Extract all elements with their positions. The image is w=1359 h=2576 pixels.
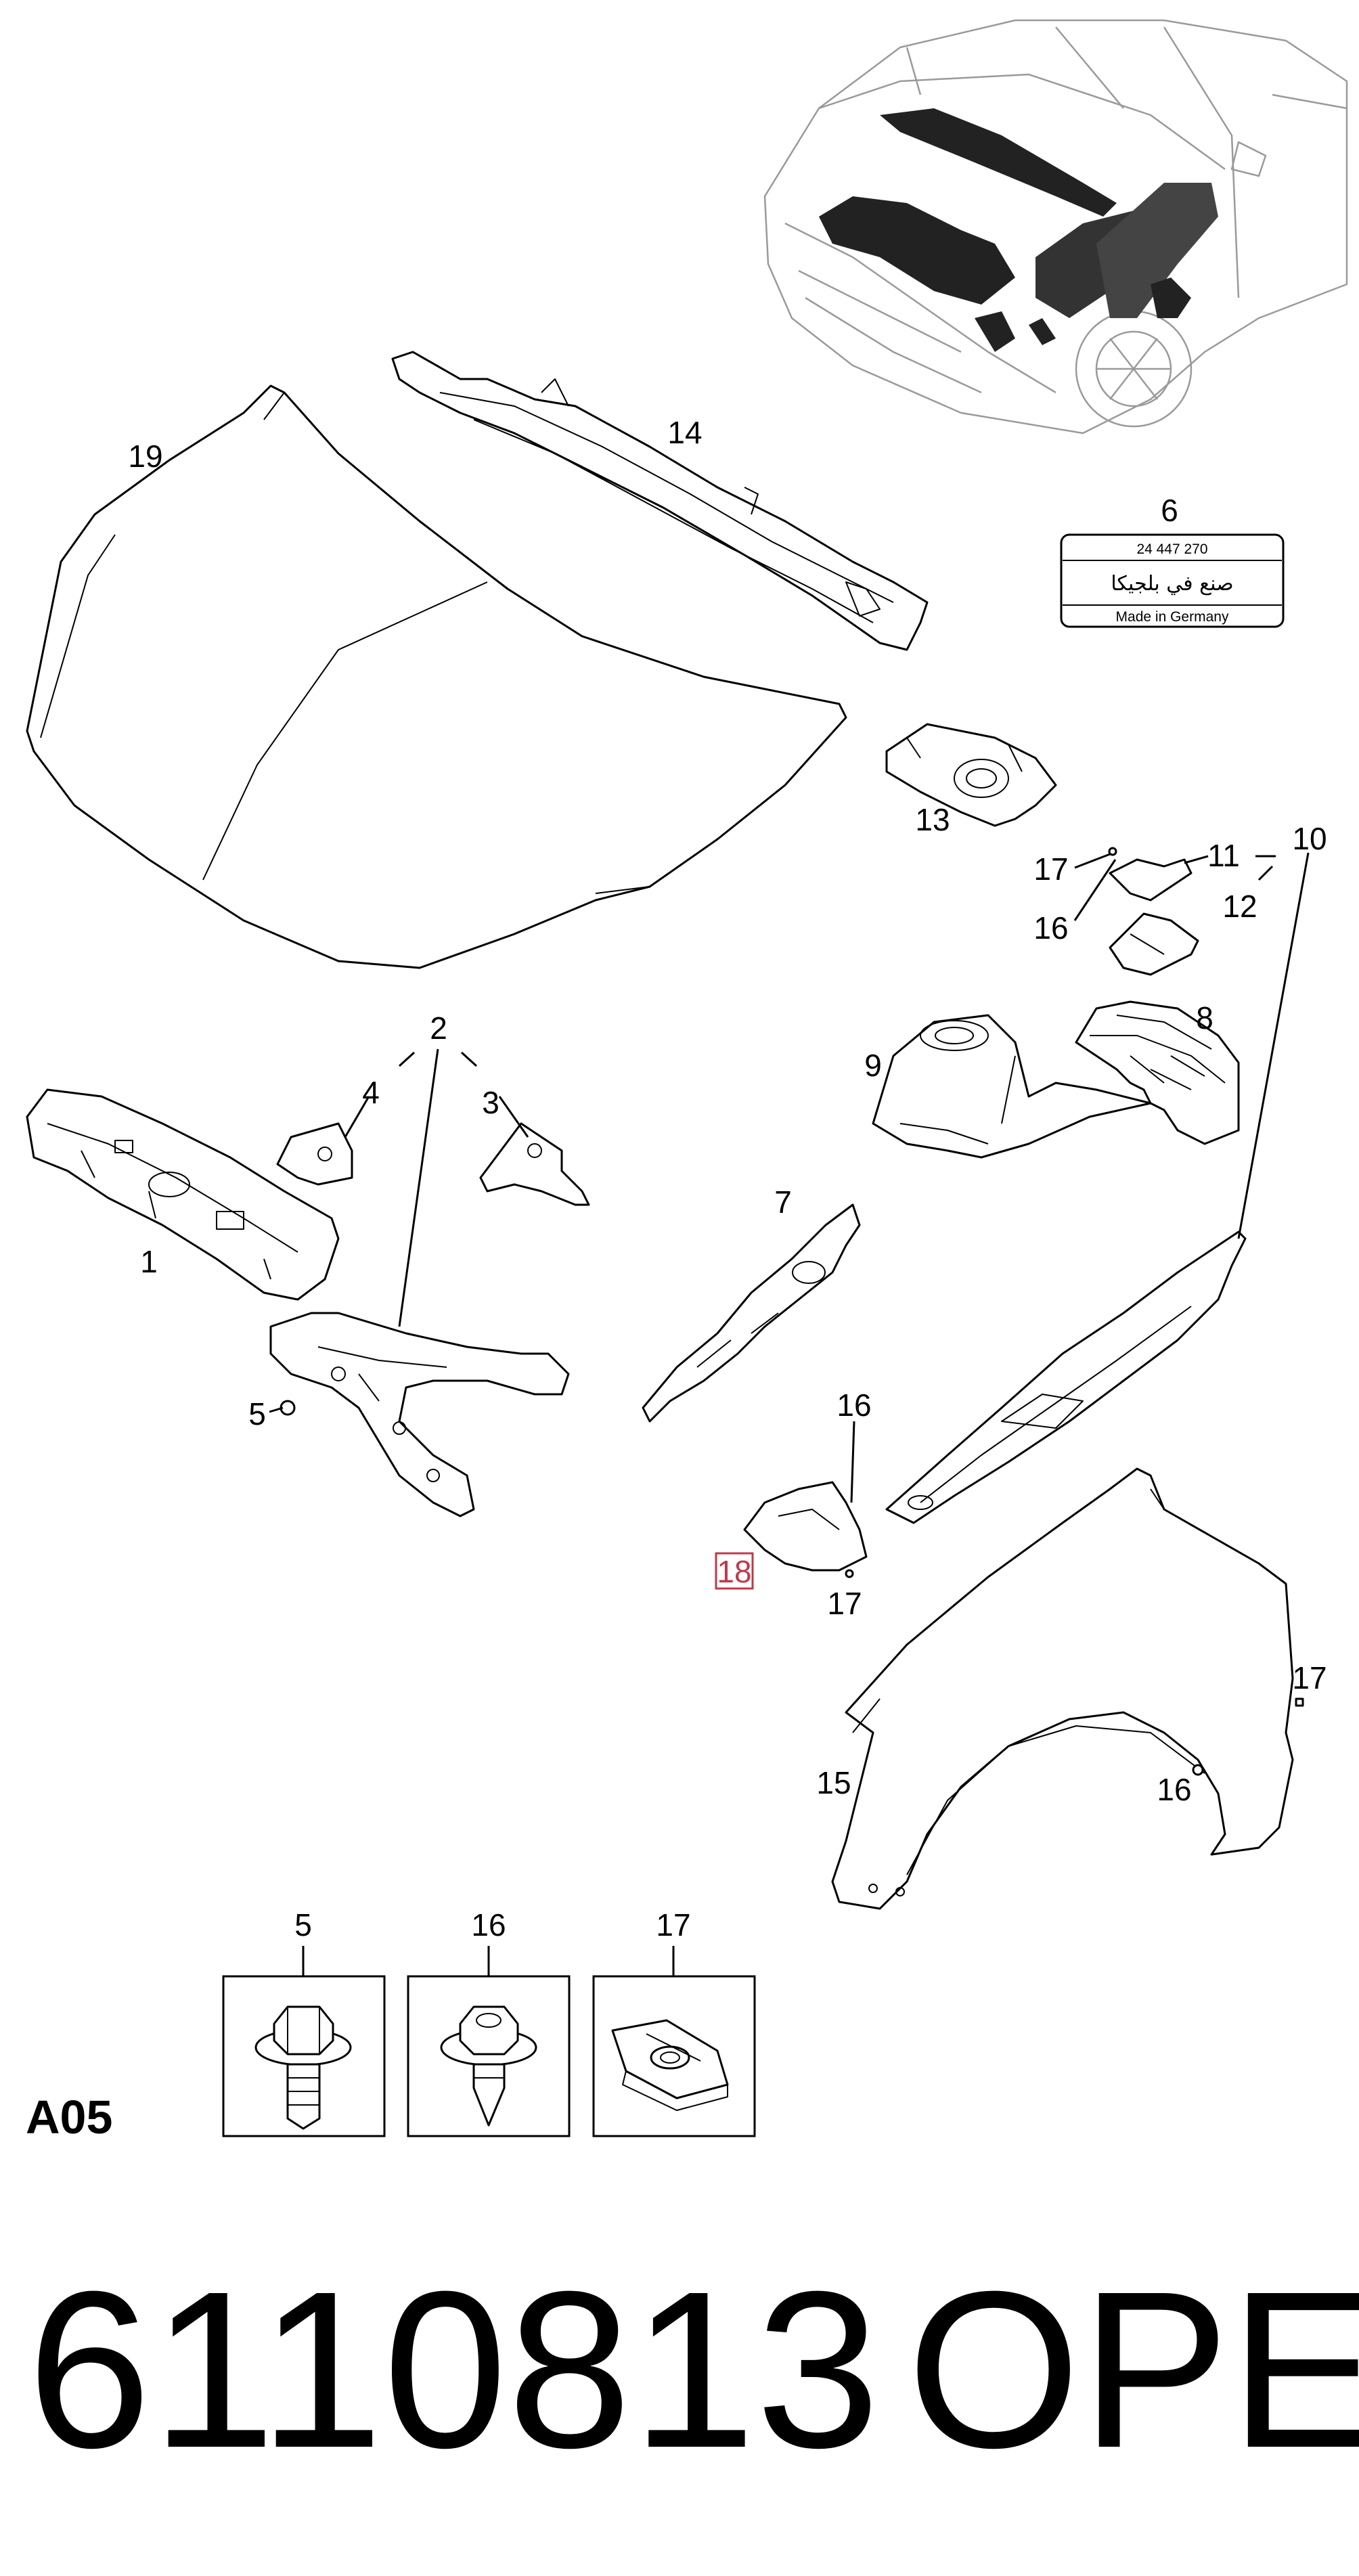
- bracket-part-18: [743, 1481, 868, 1572]
- callout-labels: 19 14 6 13 17 11 10 16 12 2 8 9 4 3 7 1 …: [128, 415, 1327, 1807]
- fastener-legend: 5 16 17: [222, 1907, 756, 2137]
- front-fender-part-15: [831, 1467, 1294, 1910]
- bolt-with-washer-icon: [254, 2005, 352, 2130]
- callout-17-right: 17: [1292, 1660, 1327, 1695]
- callout-7: 7: [774, 1184, 792, 1220]
- wheel-arch-liner-part-8: [1075, 1000, 1240, 1145]
- callout-4: 4: [362, 1075, 380, 1110]
- clip-nut-icon: [611, 2019, 729, 2111]
- sticker-arabic-text: صنع في بلجيكا: [1111, 572, 1233, 596]
- callout-8: 8: [1196, 1000, 1213, 1036]
- self-tapping-screw-icon: [440, 2005, 537, 2127]
- callout-16-mid: 16: [837, 1387, 871, 1423]
- strut-tower-part-9: [872, 1014, 1152, 1159]
- callout-15: 15: [816, 1765, 851, 1800]
- callout-18: 18: [717, 1554, 751, 1589]
- legend-label-5: 5: [294, 1907, 312, 1942]
- vehicle-overview-illustration: [763, 19, 1348, 435]
- callout-10: 10: [1292, 821, 1327, 856]
- legend-label-16: 16: [471, 1907, 506, 1942]
- part-number: 6110813: [27, 2244, 880, 2494]
- callout-6: 6: [1161, 493, 1178, 528]
- callout-19: 19: [128, 439, 162, 474]
- callout-18-highlight-box: [715, 1552, 754, 1590]
- legend-label-17: 17: [656, 1907, 690, 1942]
- diagram-code: A05: [26, 2091, 112, 2144]
- inner-wheelhouse-part-7: [642, 1203, 861, 1423]
- leader-lines: [269, 852, 1310, 1776]
- brand-name: OPEL: [907, 2244, 1359, 2494]
- callout-14: 14: [667, 415, 702, 450]
- bonnet-hood: [26, 384, 847, 969]
- bracket-part-4: [276, 1122, 353, 1186]
- bracket-part-13: [885, 723, 1057, 827]
- front-cross-member-part-1: [26, 1088, 340, 1301]
- bracket-part-3: [479, 1122, 590, 1206]
- cowl-panel: [391, 351, 929, 651]
- small-brackets-11-12: [1108, 847, 1199, 976]
- longitudinal-member-part-10: [885, 1230, 1247, 1524]
- callout-12: 12: [1222, 889, 1257, 924]
- callout-2: 2: [430, 1011, 447, 1046]
- sticker-origin-text: Made in Germany: [1116, 609, 1229, 625]
- front-frame-part-2: [269, 1312, 570, 1517]
- callout-5: 5: [248, 1396, 266, 1431]
- callout-16-top: 16: [1033, 910, 1068, 946]
- callout-13: 13: [915, 802, 950, 837]
- callout-3: 3: [482, 1085, 499, 1120]
- callout-11: 11: [1207, 838, 1240, 873]
- origin-label-sticker: 24 447 270 صنع في بلجيكا Made in Germany: [1060, 533, 1285, 628]
- callout-17-top: 17: [1033, 851, 1068, 887]
- callout-17-mid: 17: [827, 1586, 862, 1621]
- callout-9: 9: [864, 1048, 882, 1083]
- sticker-number: 24 447 270: [1136, 541, 1207, 557]
- callout-1: 1: [140, 1244, 158, 1279]
- callout-16-right: 16: [1157, 1772, 1191, 1807]
